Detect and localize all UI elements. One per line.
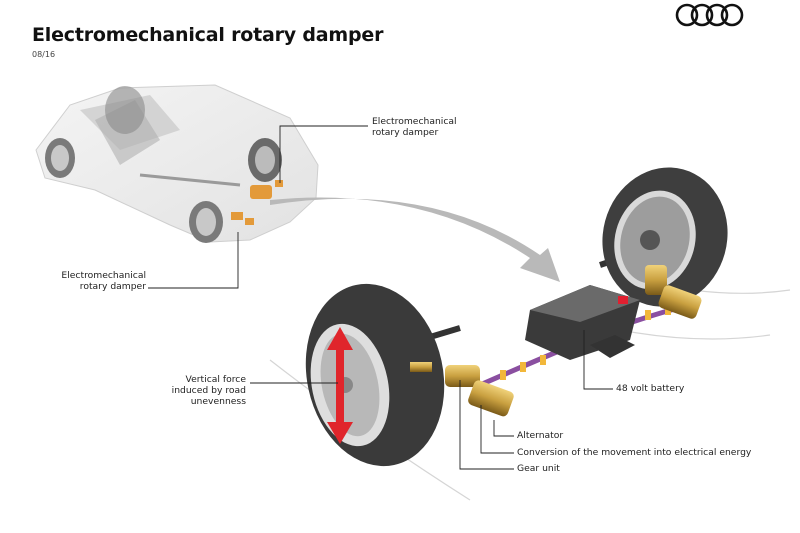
rear-wheel-right — [602, 167, 728, 307]
callout-conversion: Conversion of the movement into electric… — [517, 447, 752, 458]
date-label: 08/16 — [32, 50, 56, 59]
page-title: Electromechanical rotary damper — [32, 24, 384, 46]
callout-battery: 48 volt battery — [616, 383, 685, 394]
callout-line: Vertical force — [185, 374, 246, 385]
callout-line: unevenness — [190, 396, 246, 407]
car-cutaway — [35, 84, 319, 243]
audi-logo-icon — [675, 3, 744, 27]
callout-gear-unit: Gear unit — [517, 463, 560, 474]
callout-alternator: Alternator — [517, 430, 564, 441]
callout-line: Electromechanical — [61, 270, 146, 281]
rotary-damper-right — [645, 265, 702, 319]
callout-rear-damper-top: Electromechanical rotary damper — [372, 116, 457, 138]
callout-line: Electromechanical — [372, 116, 457, 127]
vertical-force-arrow-icon — [327, 327, 353, 444]
rear-damper-box — [250, 185, 272, 199]
transition-arrow — [270, 197, 560, 282]
battery-48v — [525, 285, 640, 360]
callout-line: induced by road — [171, 385, 246, 396]
callout-rear-damper-bottom: Electromechanical rotary damper — [40, 270, 146, 292]
rotary-damper-left — [410, 362, 514, 417]
callout-line: rotary damper — [79, 281, 146, 292]
rear-wheel-left — [305, 283, 445, 467]
callout-line: rotary damper — [372, 127, 439, 138]
callout-vertical-force: Vertical force induced by road unevennes… — [150, 374, 246, 407]
